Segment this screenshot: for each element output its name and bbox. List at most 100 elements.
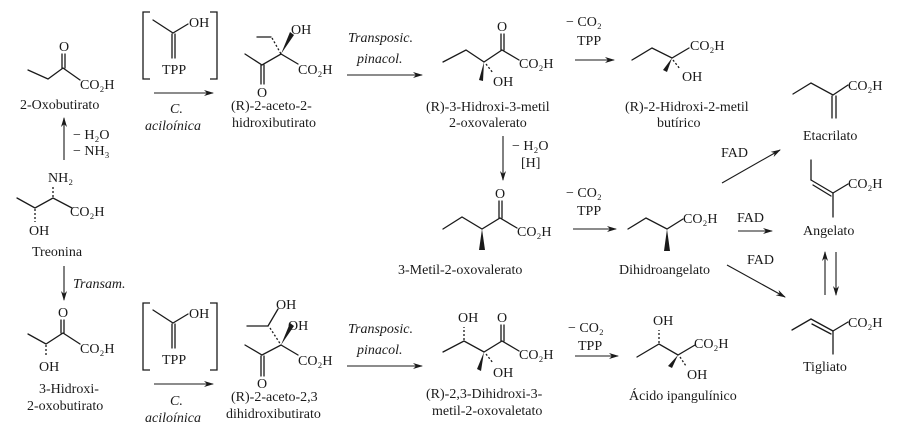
compound-3-hidroxi-2-oxobutirato: O CO₂H OH 3-Hidroxi- 2-oxobutirato (27, 306, 114, 414)
bond-double-2 (811, 323, 832, 335)
group-co2h: CO₂H (519, 57, 553, 72)
label-acyloin-line1: C. (170, 394, 183, 409)
label-h: [H] (521, 156, 540, 171)
wedge-oh (281, 323, 294, 345)
arrow-fad-tigliato (726, 264, 786, 298)
label-minus-h2o: − H₂O (73, 128, 110, 143)
label-minus-nh3: − NH₃ (73, 144, 110, 159)
bond-skeleton (244, 344, 299, 356)
bond-hash-oh2 (679, 356, 687, 367)
compound-name-line1: (R)-2-Hidroxi-2-metil (625, 100, 749, 115)
group-co2h: CO₂H (517, 225, 551, 240)
bond-skeleton (636, 343, 696, 358)
group-oh: OH (29, 224, 49, 239)
group-oh-2: OH (288, 319, 308, 334)
compound-etacrilato: CO₂H Etacrilato (792, 79, 882, 144)
label-tpp: TPP (578, 339, 602, 354)
label-transam: Transam. (73, 277, 126, 292)
label-fad: FAD (721, 146, 748, 161)
wedge-methyl (479, 229, 485, 250)
compound-name: 2-Oxobutirato (20, 98, 99, 113)
label-acyloin-line2: aciloínica (145, 119, 201, 134)
label-minus-co2: − CO₂ (566, 15, 602, 30)
bond-double-2 (812, 184, 832, 197)
compound-name-line1: (R)-2,3-Dihidroxi-3- (426, 387, 543, 402)
group-oh-1: OH (276, 298, 296, 313)
bond-hash-oh (672, 59, 681, 70)
bond-enol (152, 309, 189, 324)
label-minus-co2: − CO₂ (568, 321, 604, 336)
atom-o: O (497, 311, 507, 326)
compound-name-line1: 3-Hidroxi- (39, 382, 99, 397)
compound-name-line2: dihidroxibutirato (226, 407, 321, 422)
bond-skeleton (16, 197, 73, 209)
group-co2h: CO₂H (80, 78, 114, 93)
label-tpp: TPP (577, 204, 601, 219)
compound-hidroxi-metil-butirico: CO₂H OH (R)-2-Hidroxi-2-metil butírico (625, 39, 749, 131)
group-oh: OH (189, 307, 209, 322)
group-co2h: CO₂H (519, 348, 553, 363)
wedge-methyl (479, 62, 484, 81)
bond-hash-oh2 (485, 353, 494, 364)
compound-aceto-hidroxibutirato: OH CO₂H O (R)-2-aceto-2- hidroxibutirato (231, 23, 332, 131)
bond-skeleton (442, 340, 520, 353)
bond-acid (832, 321, 849, 332)
compound-name: Angelato (803, 224, 854, 239)
compound-name-line2: butírico (657, 116, 701, 131)
group-co2h: CO₂H (298, 63, 332, 78)
group-co2h: CO₂H (298, 354, 332, 369)
group-oh: OH (39, 360, 59, 375)
bracket-left (142, 11, 150, 80)
label-tpp: TPP (577, 34, 601, 49)
compound-name-line2: 2-oxovalerato (449, 116, 527, 131)
bracket-left (142, 302, 150, 371)
label-fad: FAD (747, 253, 774, 268)
group-co2h: CO₂H (690, 39, 724, 54)
group-tpp: TPP (162, 63, 186, 78)
label-minus-co2: − CO₂ (566, 186, 602, 201)
atom-o: O (58, 306, 68, 321)
compound-name-line2: 2-oxobutirato (27, 399, 103, 414)
label-minus-h2o: − H₂O (512, 139, 549, 154)
compound-2-oxobutirato: O CO₂H 2-Oxobutirato (20, 40, 114, 113)
compound-name: Tigliato (803, 360, 847, 375)
tpp-intermediate-bottom: OH TPP (142, 302, 218, 371)
label-pinacol-line2: pinacol. (356, 343, 403, 358)
bond-double (810, 179, 834, 194)
bond-methyl (791, 318, 812, 331)
group-oh-2: OH (493, 366, 513, 381)
bond-skeleton (27, 67, 81, 81)
group-oh: OH (291, 23, 311, 38)
group-oh: OH (493, 75, 513, 90)
arrow-fad-etacrilato (721, 149, 781, 184)
atom-o: O (257, 86, 267, 101)
tpp-intermediate-top: OH TPP (142, 11, 218, 80)
bracket-right (210, 11, 218, 80)
compound-name: Etacrilato (803, 129, 857, 144)
bond-oh1 (267, 308, 279, 327)
compound-aceto-dihidroxibutirato: OH OH CO₂H O (R)-2-aceto-2,3 dihidroxibu… (226, 298, 332, 422)
compound-name: Treonina (32, 245, 83, 260)
group-tpp: TPP (162, 353, 186, 368)
label-pinacol-line1: Transposic. (348, 322, 413, 337)
group-nh2: NH₂ (48, 171, 73, 186)
compound-dihidroangelato: CO₂H Dihidroangelato (619, 212, 717, 278)
atom-o: O (497, 20, 507, 35)
bond-hash (271, 37, 282, 55)
group-oh-2: OH (687, 368, 707, 383)
compound-name: Ácido ipangulínico (629, 387, 737, 404)
label-fad: FAD (737, 211, 764, 226)
bond-enol (152, 19, 189, 34)
label-pinacol-line2: pinacol. (356, 52, 403, 67)
bond-skeleton (442, 49, 520, 63)
wedge-methyl (668, 355, 678, 368)
compound-name: 3-Metil-2-oxovalerato (398, 263, 522, 278)
compound-name-line2: metil-2-oxovaletato (432, 404, 542, 419)
bond-skeleton (631, 47, 690, 61)
compound-acido-ipangulinico: OH CO₂H OH Ácido ipangulínico (629, 314, 737, 404)
compound-name-line1: (R)-2-aceto-2,3 (231, 390, 318, 405)
group-oh: OH (189, 16, 209, 31)
bond-hash-oh (485, 63, 494, 74)
wedge-methyl (477, 352, 484, 371)
compound-hidroxi-metil-oxovalerato: O CO₂H OH (R)-3-Hidroxi-3-metil 2-oxoval… (426, 20, 553, 131)
